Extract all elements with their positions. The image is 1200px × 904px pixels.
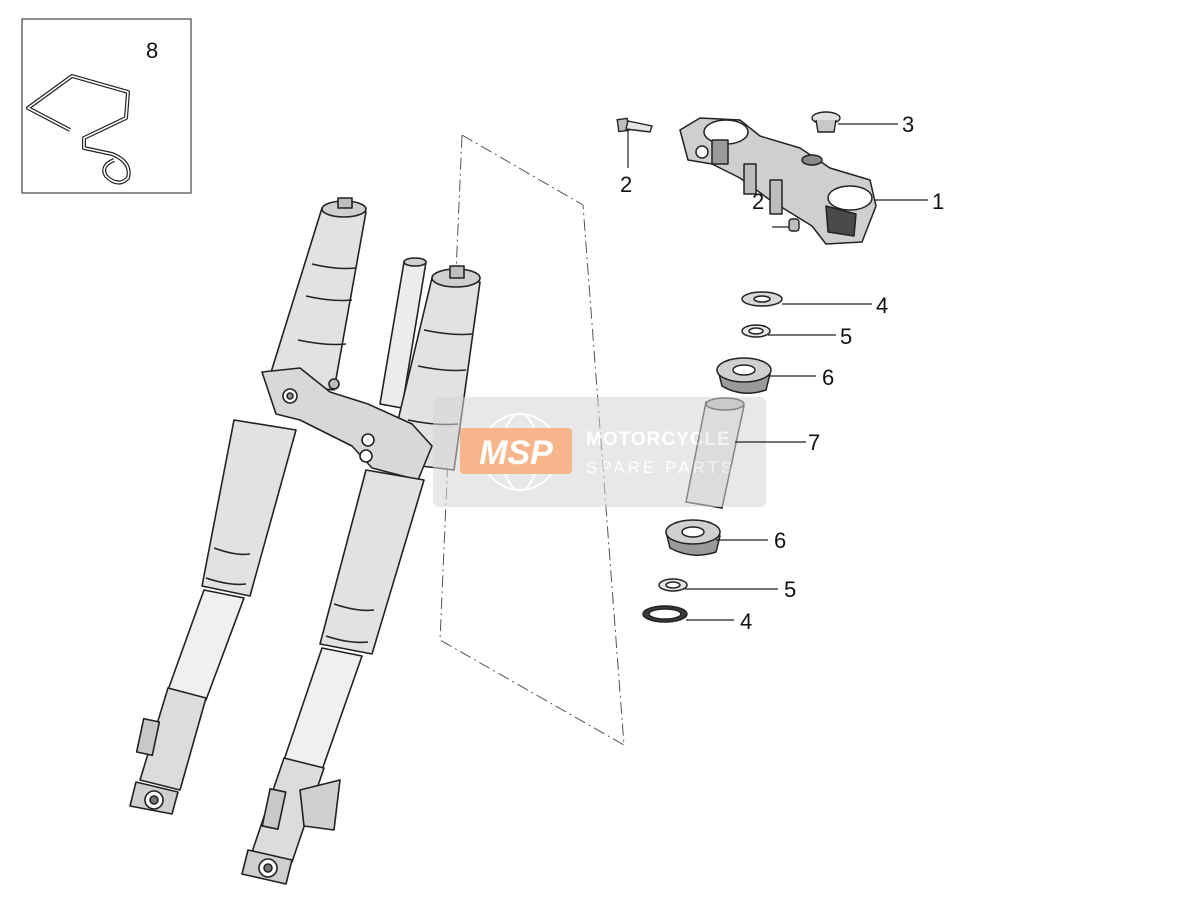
ring-5-upper bbox=[741, 324, 771, 338]
callout-2-top: 2 bbox=[620, 172, 632, 197]
nut-cap-top bbox=[811, 111, 841, 133]
bearing-6-upper bbox=[716, 357, 772, 394]
callout-4-upper: 4 bbox=[876, 293, 888, 318]
bolt-top-left bbox=[616, 117, 653, 133]
washer-4-upper bbox=[741, 291, 783, 307]
front-fork-assembly bbox=[129, 197, 481, 885]
watermark-logo: MSP bbox=[479, 434, 553, 472]
bolt-lower-small bbox=[788, 218, 800, 232]
washer-4-lower bbox=[642, 605, 688, 623]
watermark: MSP MOTORCYCLE SPARE PARTS bbox=[433, 397, 766, 507]
callout-1: 1 bbox=[932, 189, 944, 214]
ring-5-lower bbox=[658, 578, 688, 592]
callout-7: 7 bbox=[808, 430, 820, 455]
callouts: 1 2 2 3 4 4 5 5 6 6 7 8 bbox=[146, 38, 944, 634]
watermark-logo-badge bbox=[460, 428, 572, 474]
bearing-6-lower bbox=[665, 519, 721, 556]
callout-3: 3 bbox=[902, 112, 914, 137]
inset-part-8 bbox=[21, 18, 192, 194]
callout-6-upper: 6 bbox=[822, 365, 834, 390]
callout-4-lower: 4 bbox=[740, 609, 752, 634]
callout-5-upper: 5 bbox=[840, 324, 852, 349]
upper-triple-clamp bbox=[679, 117, 877, 245]
callout-5-lower: 5 bbox=[784, 577, 796, 602]
leader-lines bbox=[627, 123, 928, 621]
callout-2-mid: 2 bbox=[752, 189, 764, 214]
callout-6-lower: 6 bbox=[774, 528, 786, 553]
watermark-panel bbox=[433, 397, 766, 507]
callout-8: 8 bbox=[146, 38, 158, 63]
watermark-subtitle: SPARE PARTS bbox=[586, 458, 735, 477]
watermark-title: MOTORCYCLE bbox=[586, 429, 731, 450]
